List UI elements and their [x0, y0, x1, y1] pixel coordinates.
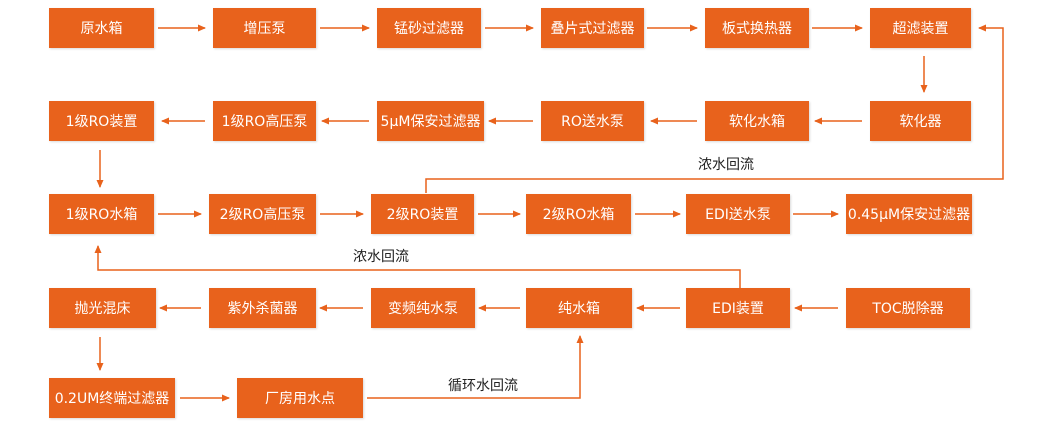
- box-manganese-sand-filter: 锰砂过滤器: [377, 8, 481, 48]
- label-concentrate-return-lower: 浓水回流: [353, 249, 409, 265]
- box-terminal-filter: 0.2UM终端过滤器: [49, 378, 175, 418]
- box-ro2-unit: 2级RO装置: [371, 194, 474, 234]
- circulation-line: [367, 335, 584, 399]
- label-circulation-return: 循环水回流: [448, 378, 518, 394]
- box-045um-security-filter: 0.45μM保安过滤器: [846, 194, 972, 234]
- box-ro2-water-tank: 2级RO水箱: [526, 194, 631, 234]
- label-concentrate-return-upper: 浓水回流: [698, 157, 754, 173]
- box-softened-water-tank: 软化水箱: [705, 101, 809, 141]
- box-plate-heat-exchanger: 板式换热器: [705, 8, 809, 48]
- box-pure-water-tank: 纯水箱: [526, 288, 632, 328]
- box-ro1-high-pressure-pump: 1级RO高压泵: [213, 101, 316, 141]
- box-ro1-water-tank: 1级RO水箱: [49, 194, 154, 234]
- box-ro1-unit: 1级RO装置: [49, 101, 154, 141]
- return-line-edi-to-ro1: [94, 245, 741, 290]
- box-plant-use-point: 厂房用水点: [237, 378, 363, 418]
- return-line-2ro-to-uf: [425, 24, 1004, 193]
- box-edi-unit: EDI装置: [686, 288, 790, 328]
- box-ro-feed-pump: RO送水泵: [541, 101, 644, 141]
- box-edi-feed-pump: EDI送水泵: [686, 194, 790, 234]
- box-disc-filter: 叠片式过滤器: [541, 8, 644, 48]
- box-polishing-mixed-bed: 抛光混床: [49, 288, 156, 328]
- box-toc-remover: TOC脱除器: [846, 288, 970, 328]
- box-ultrafiltration-unit: 超滤装置: [870, 8, 971, 48]
- box-softener: 软化器: [870, 101, 971, 141]
- box-ro2-high-pressure-pump: 2级RO高压泵: [209, 194, 316, 234]
- box-booster-pump: 增压泵: [213, 8, 316, 48]
- box-uv-sterilizer: 紫外杀菌器: [209, 288, 316, 328]
- box-5um-security-filter: 5μM保安过滤器: [377, 101, 484, 141]
- box-variable-frequency-pump: 变频纯水泵: [371, 288, 475, 328]
- box-raw-water-tank: 原水箱: [49, 8, 154, 48]
